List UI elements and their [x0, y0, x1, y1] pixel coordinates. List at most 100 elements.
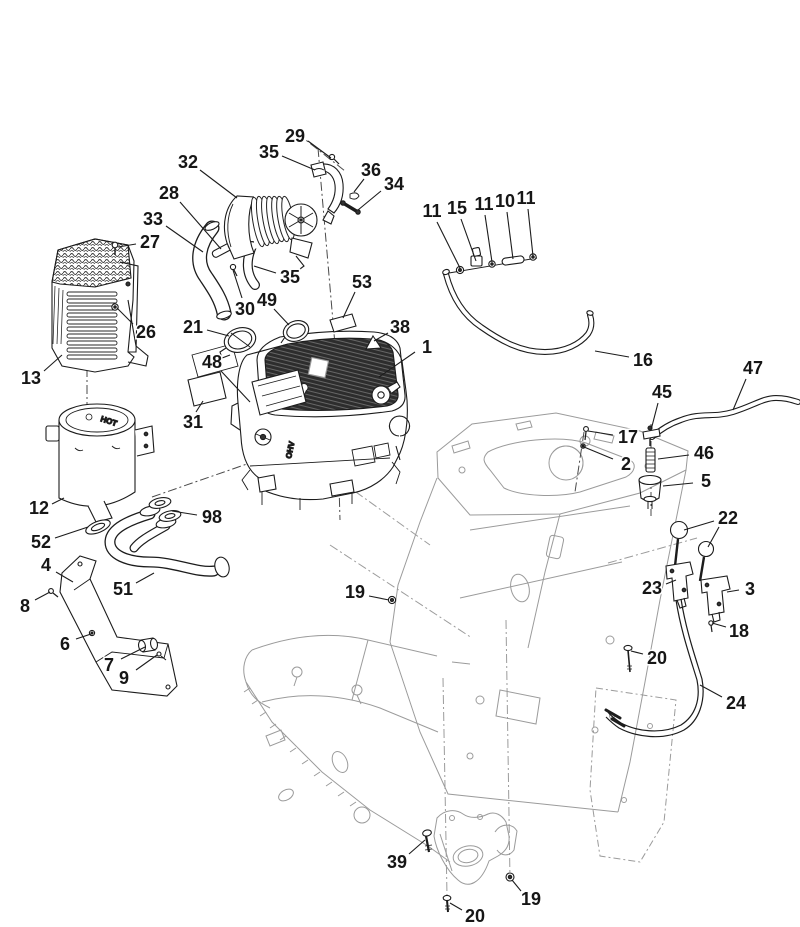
- part-number-label: 38: [390, 317, 410, 337]
- leader-line: [368, 595, 390, 601]
- leader-line: [683, 520, 715, 531]
- part-number-label: 27: [140, 232, 160, 252]
- callout-2-28: 2: [583, 446, 633, 476]
- part-number-label: 49: [257, 290, 277, 310]
- nut-19b: [505, 872, 515, 882]
- valve-15: [470, 246, 483, 267]
- part-number-label: 18: [729, 621, 749, 641]
- flange-gaskets-98: [148, 497, 182, 522]
- callout-51-35: 51: [111, 572, 155, 601]
- callout-20-48: 20: [449, 902, 487, 927]
- callout-13-9: 13: [19, 354, 63, 390]
- callout-3-43: 3: [726, 578, 757, 601]
- bracket-23: [665, 561, 694, 609]
- callout-45-26: 45: [650, 381, 674, 431]
- part-number-label: 22: [718, 508, 738, 528]
- fitting-11a: [455, 265, 465, 275]
- callout-30-10: 30: [232, 269, 257, 321]
- heat-shield-screw-26: [111, 303, 119, 311]
- part-number-label: 48: [202, 352, 222, 372]
- part-number-label: 36: [361, 160, 381, 180]
- muffler: HOT: [45, 403, 155, 523]
- decal-48: [191, 343, 239, 378]
- part-number-label: 4: [41, 555, 51, 575]
- air-cleaner: [192, 153, 361, 359]
- part-number-label: 53: [352, 272, 372, 292]
- leader-line: [195, 400, 204, 413]
- callout-39-47: 39: [385, 839, 426, 874]
- leader-line: [179, 201, 222, 250]
- leader-line: [665, 579, 677, 585]
- leader-line: [630, 650, 644, 655]
- leader-line: [726, 589, 740, 593]
- leader-line: [34, 591, 51, 601]
- part-number-label: 32: [178, 152, 198, 172]
- part-number-label: 24: [726, 693, 746, 713]
- callout-19-49: 19: [511, 879, 543, 911]
- part-number-label: 19: [521, 889, 541, 909]
- part-number-label: 34: [384, 174, 404, 194]
- leader-line: [135, 654, 158, 671]
- fuel-filter-5: [638, 474, 662, 509]
- heat-shield: [51, 238, 149, 373]
- callout-34-4: 34: [357, 173, 406, 211]
- leader-line: [373, 332, 389, 342]
- part-number-label: 3: [745, 579, 755, 599]
- callout-23-42: 23: [640, 577, 677, 600]
- callout-15-20: 15: [445, 197, 477, 262]
- part-number-label: 19: [345, 582, 365, 602]
- leader-line: [171, 510, 198, 516]
- part-number-label: 6: [60, 634, 70, 654]
- leader-line: [699, 684, 723, 698]
- nut-19a: [387, 595, 397, 605]
- callout-48-16: 48: [200, 351, 251, 403]
- leader-line: [273, 308, 290, 326]
- spring-46: [645, 447, 656, 473]
- callout-21-14: 21: [181, 316, 230, 339]
- leader-line: [120, 646, 146, 660]
- engine: OHV: [187, 313, 411, 510]
- leader-line: [460, 218, 477, 262]
- callout-11-23: 11: [515, 187, 537, 257]
- part-number-label: 20: [647, 648, 667, 668]
- leader-line: [527, 208, 534, 257]
- leader-line: [51, 497, 65, 505]
- part-number-label: 45: [652, 382, 672, 402]
- leader-line: [206, 329, 230, 337]
- leader-line: [135, 572, 155, 584]
- leader-line: [117, 243, 137, 248]
- leader-line: [707, 526, 720, 548]
- callout-17-27: 17: [587, 426, 640, 449]
- engine-ohv-marking: OHV: [284, 440, 297, 459]
- callout-35-11: 35: [253, 265, 302, 289]
- bolt-20b: [442, 894, 452, 913]
- leader-line: [54, 526, 89, 539]
- part-number-label: 5: [701, 471, 711, 491]
- part-number-label: 23: [642, 578, 662, 598]
- callout-35-1: 35: [257, 141, 316, 171]
- leader-line: [55, 571, 74, 583]
- callout-46-29: 46: [657, 442, 716, 465]
- part-number-label: 7: [104, 655, 114, 675]
- part-number-label: 21: [183, 317, 203, 337]
- bolt-20a: [623, 644, 633, 673]
- decal-38: [365, 334, 382, 350]
- exhaust-pipe: [104, 497, 230, 578]
- leader-line: [116, 307, 134, 325]
- guard-screw-9: [156, 651, 167, 661]
- leader-line: [353, 178, 365, 193]
- bolt-39: [422, 829, 433, 853]
- callout-49-12: 49: [255, 289, 290, 326]
- callout-27-7: 27: [117, 231, 162, 254]
- callout-26-8: 26: [116, 307, 158, 344]
- callout-29-0: 29: [283, 125, 332, 159]
- part-number-label: 16: [633, 350, 653, 370]
- callout-11-21: 11: [473, 193, 495, 263]
- callout-5-30: 5: [662, 470, 713, 493]
- decal-31: [187, 371, 227, 407]
- screw-30: [229, 263, 238, 277]
- callout-31-17: 31: [181, 400, 205, 434]
- leader-line: [220, 370, 251, 403]
